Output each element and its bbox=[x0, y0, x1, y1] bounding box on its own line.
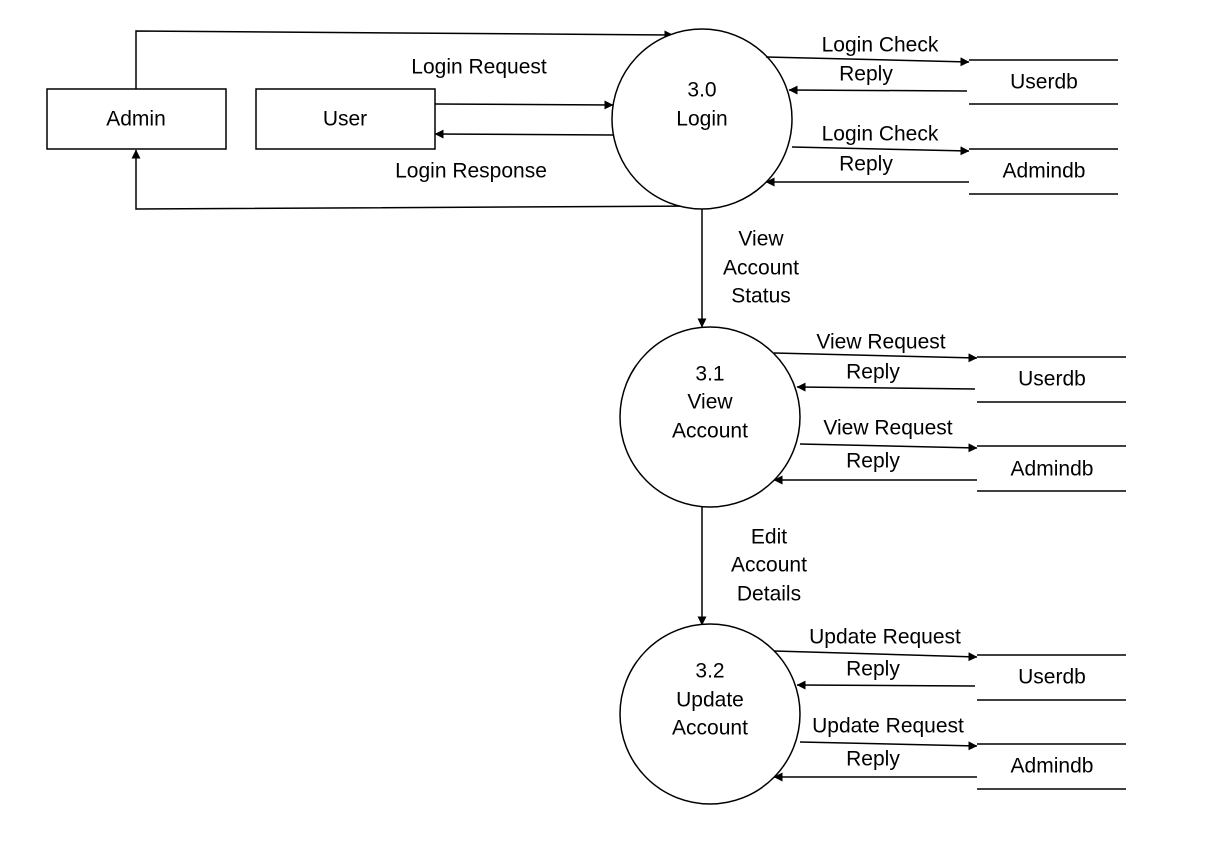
flow-label-edit-account-details-3: Details bbox=[737, 583, 801, 606]
flow-view-request-admindb bbox=[799, 443, 978, 453]
flow-label-view-request-userdb: View Request bbox=[816, 331, 945, 354]
process-login: 3.0 Login bbox=[611, 28, 793, 210]
process-view-account-number: 3.1 bbox=[695, 363, 724, 386]
process-view-account-line1: View bbox=[687, 391, 733, 414]
entity-user: User bbox=[255, 88, 436, 150]
process-login-name: Login bbox=[676, 108, 727, 131]
datastore-admindb-update-label: Admindb bbox=[1011, 755, 1094, 778]
flow-update-request-admindb bbox=[799, 741, 978, 751]
flow-login-to-admin bbox=[131, 149, 704, 210]
flow-login-response bbox=[434, 129, 614, 139]
flow-label-update-request-admindb: Update Request bbox=[812, 715, 964, 738]
process-view-account-line2: Account bbox=[672, 420, 748, 443]
flow-label-login-response: Login Response bbox=[395, 160, 547, 183]
process-update-account-number: 3.2 bbox=[695, 660, 724, 683]
flow-admin-to-login bbox=[135, 30, 674, 89]
flow-label-view-account-status-1: View bbox=[738, 228, 784, 251]
datastore-admindb-login: Admindb bbox=[969, 148, 1118, 195]
datastore-userdb-login-label: Userdb bbox=[1010, 71, 1078, 94]
datastore-userdb-login: Userdb bbox=[969, 59, 1118, 105]
flow-login-check-admindb bbox=[791, 146, 970, 156]
process-login-number: 3.0 bbox=[687, 79, 716, 102]
flow-update-request-userdb bbox=[773, 650, 978, 662]
entity-admin: Admin bbox=[46, 88, 227, 150]
flow-label-login-check-userdb: Login Check bbox=[822, 34, 939, 57]
datastore-userdb-view: Userdb bbox=[977, 356, 1126, 403]
flow-label-reply-admindb-update: Reply bbox=[846, 748, 900, 771]
process-update-account: 3.2 Update Account bbox=[619, 623, 801, 805]
flow-label-edit-account-details-2: Account bbox=[731, 554, 807, 577]
flow-label-view-account-status-3: Status bbox=[731, 285, 791, 308]
flow-label-edit-account-details-1: Edit bbox=[751, 526, 787, 549]
process-update-account-line1: Update bbox=[676, 689, 744, 712]
flow-label-reply-admindb-view: Reply bbox=[846, 450, 900, 473]
flow-login-request bbox=[434, 100, 614, 110]
flow-reply-userdb-view bbox=[796, 382, 976, 392]
flow-label-reply-admindb-login: Reply bbox=[839, 153, 893, 176]
datastore-userdb-update: Userdb bbox=[977, 654, 1126, 701]
datastore-admindb-view: Admindb bbox=[977, 445, 1126, 492]
datastore-admindb-update: Admindb bbox=[977, 743, 1126, 790]
flow-label-login-request: Login Request bbox=[411, 56, 547, 79]
flow-label-reply-userdb-update: Reply bbox=[846, 658, 900, 681]
datastore-userdb-update-label: Userdb bbox=[1018, 666, 1086, 689]
flow-login-check-userdb bbox=[765, 56, 970, 67]
process-view-account: 3.1 View Account bbox=[619, 326, 801, 508]
datastore-userdb-view-label: Userdb bbox=[1018, 368, 1086, 391]
flow-reply-userdb-login bbox=[788, 85, 968, 95]
flow-label-view-account-status-2: Account bbox=[723, 257, 799, 280]
flow-label-view-request-admindb: View Request bbox=[823, 417, 952, 440]
flow-label-update-request-userdb: Update Request bbox=[809, 626, 961, 649]
flow-reply-userdb-update bbox=[796, 680, 976, 690]
flow-view-request-userdb bbox=[773, 352, 978, 363]
process-update-account-line2: Account bbox=[672, 717, 748, 740]
entity-user-label: User bbox=[323, 108, 367, 131]
datastore-admindb-view-label: Admindb bbox=[1011, 458, 1094, 481]
datastore-admindb-login-label: Admindb bbox=[1003, 160, 1086, 183]
flow-label-login-check-admindb: Login Check bbox=[822, 123, 939, 146]
flow-label-reply-userdb-view: Reply bbox=[846, 361, 900, 384]
flow-label-reply-userdb-login: Reply bbox=[839, 63, 893, 86]
entity-admin-label: Admin bbox=[106, 108, 166, 131]
